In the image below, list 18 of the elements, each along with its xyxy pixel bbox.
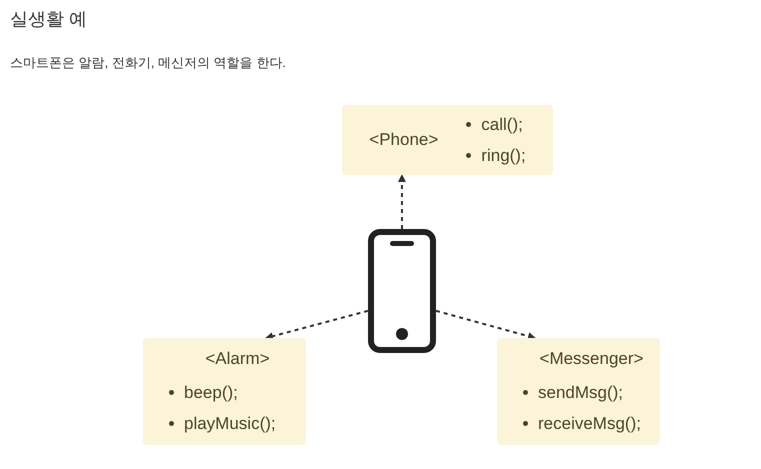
dashed-arrow [436, 310, 536, 340]
smartphone-icon [368, 229, 436, 353]
dashed-arrow [265, 310, 368, 340]
section-heading: 실생활 예 [10, 8, 88, 31]
class-name: <Alarm> [205, 348, 270, 370]
class-box [342, 105, 553, 175]
class-name: <Phone> [369, 129, 438, 152]
method-text: beep(); [184, 382, 238, 404]
method-text: playMusic(); [184, 413, 276, 435]
class-box [143, 338, 306, 445]
method-text: receiveMsg(); [538, 413, 641, 435]
description-text: 스마트폰은 알람, 전화기, 메신저의 역할을 한다. [10, 54, 286, 72]
dashed-arrow [398, 174, 406, 229]
method-text: ring(); [481, 145, 526, 167]
method-text: sendMsg(); [538, 382, 624, 404]
class-name: <Messenger> [540, 348, 644, 370]
class-box [497, 338, 660, 445]
method-text: call(); [481, 114, 523, 136]
